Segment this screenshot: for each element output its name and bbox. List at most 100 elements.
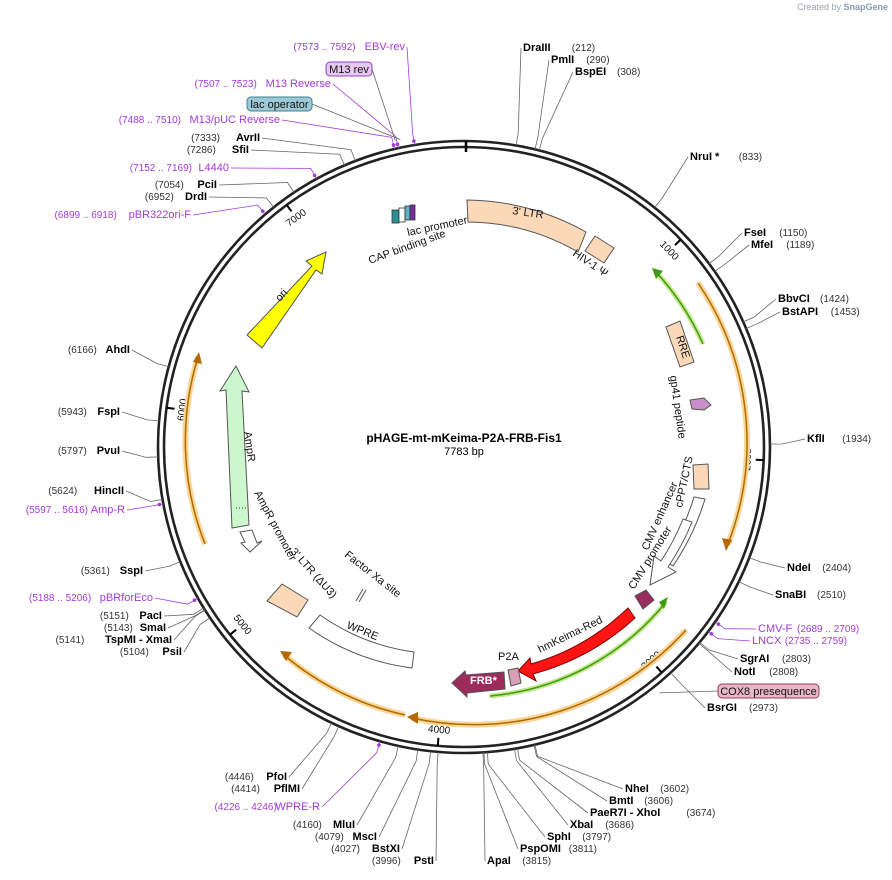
enzyme-leader (218, 182, 295, 193)
enzyme-position: (1424) (820, 294, 849, 305)
cap-binding-shape (391, 209, 400, 224)
enzyme-leader (183, 617, 211, 653)
enzyme-name: MluI (333, 819, 355, 831)
enzyme-name: SmaI (140, 622, 166, 634)
tick-mark (655, 665, 663, 674)
orf-arc-left-head (193, 352, 202, 364)
enzyme-position: (4446) (225, 772, 254, 783)
cppt-shape (692, 463, 710, 490)
primer-leader (154, 597, 199, 605)
enzyme-leader (250, 149, 345, 166)
ampr-shape (218, 364, 250, 529)
lac-operator-shape (404, 205, 411, 221)
primer-position: (5188 .. 5206) (29, 593, 91, 604)
primer-site-mark (377, 743, 381, 747)
enzyme-position: (3815) (522, 856, 551, 867)
enzyme-position: (1189) (786, 240, 814, 251)
enzyme-leader (745, 311, 781, 329)
enzyme-name: MscI (353, 831, 377, 843)
enzyme-name: FseI (744, 227, 766, 239)
primer-leader (707, 631, 751, 642)
enzyme-name: BmtI (609, 795, 633, 807)
lac-promoter-shape (398, 207, 406, 223)
enzyme-name: AhdI (106, 344, 130, 356)
enzyme-name: PmlI (551, 54, 574, 66)
primer-leader (281, 119, 395, 150)
primer-site-mark (157, 502, 162, 507)
cmv-promoter-shape (649, 518, 693, 586)
backbone-outer-ring (156, 139, 772, 755)
enzyme-leader (517, 748, 589, 814)
hiv-psi-shape (584, 235, 615, 264)
enzyme-leader (699, 641, 739, 660)
enzyme-name: AvrII (236, 132, 260, 144)
enzyme-name: MfeI (751, 239, 773, 251)
primer-name: WPRE-R (275, 801, 320, 813)
wpre-shape (308, 614, 415, 669)
enzyme-name: NruI * (690, 151, 720, 163)
orf-arc-left-bottom-head (280, 651, 292, 661)
primer-position: (6899 .. 6918) (55, 210, 117, 221)
enzyme-leader (482, 752, 486, 862)
enzyme-position: (833) (739, 152, 762, 163)
enzyme-leader (378, 749, 419, 838)
enzyme-position: (5943) (58, 407, 87, 418)
enzyme-leader (670, 672, 706, 709)
enzyme-name: NotI (734, 666, 755, 678)
tick-label: 4000 (428, 724, 452, 737)
enzyme-leader (208, 196, 275, 208)
enzyme-leader (515, 47, 522, 146)
enzyme-leader (261, 137, 356, 162)
enzyme-position: (5104) (120, 647, 149, 658)
enzyme-position: (1453) (831, 307, 860, 318)
primer-position: (7488 .. 7510) (119, 115, 181, 126)
boxed-label-bg (246, 96, 313, 112)
enzyme-leader (121, 411, 160, 422)
enzyme-position: (3606) (644, 796, 673, 807)
tick-mark (674, 238, 682, 246)
primer-leader (714, 621, 757, 630)
leader-lines (121, 46, 806, 862)
enzyme-leader (356, 745, 399, 826)
enzyme-leader (401, 751, 431, 850)
enzyme-name: SphI (547, 831, 571, 843)
enzyme-leader (301, 726, 340, 790)
orf-arc-green-top-head (652, 268, 663, 279)
enzyme-leader (534, 744, 624, 790)
enzyme-position: (3602) (660, 784, 689, 795)
enzyme-leader (288, 722, 332, 778)
primer-name: M13/pUC Reverse (190, 114, 280, 126)
feature-label-frb: FRB* (470, 675, 498, 687)
orf-arc-right-line (697, 282, 748, 545)
enzyme-position: (7333) (191, 133, 220, 144)
primer-leader (321, 741, 381, 808)
enzyme-leader (533, 744, 608, 802)
primer-name: M13 Reverse (266, 78, 331, 90)
enzyme-name: SgrAI (740, 653, 769, 665)
enzyme-leader (654, 156, 689, 208)
enzyme-position: (2510) (817, 590, 846, 601)
enzyme-leader (167, 609, 206, 629)
enzyme-name: PflMI (274, 783, 300, 795)
boxed-label-text: M13 rev (329, 64, 369, 76)
primer-leader (192, 204, 266, 216)
snapgene-credit: Created by SnapGene (797, 2, 888, 12)
enzyme-position: (3797) (582, 832, 611, 843)
enzyme-leader (514, 748, 569, 826)
factor-xa-mark-1 (355, 588, 364, 602)
primer-name: EBV-rev (365, 41, 406, 53)
enzyme-name: SnaBI (775, 589, 806, 601)
orf-arcs (182, 268, 750, 728)
orf-arc-green-bottom-head (659, 597, 668, 609)
enzyme-name: BstAPI (782, 306, 818, 318)
enzyme-name: PaeR7I - XhoI (590, 807, 660, 819)
enzyme-name: PstI (414, 855, 434, 867)
site-labels: DraIII(212)PmlI(290)BspEI(308)NruI *(833… (26, 41, 871, 867)
enzyme-position: (5141) (55, 635, 84, 646)
enzyme-name: PacI (139, 610, 162, 622)
primer-site-mark (312, 173, 317, 178)
enzyme-position: (212) (572, 43, 595, 54)
m13-primer-shape (409, 204, 416, 221)
boxed-label-text: lac operator (250, 99, 308, 111)
enzyme-leader (131, 349, 169, 368)
